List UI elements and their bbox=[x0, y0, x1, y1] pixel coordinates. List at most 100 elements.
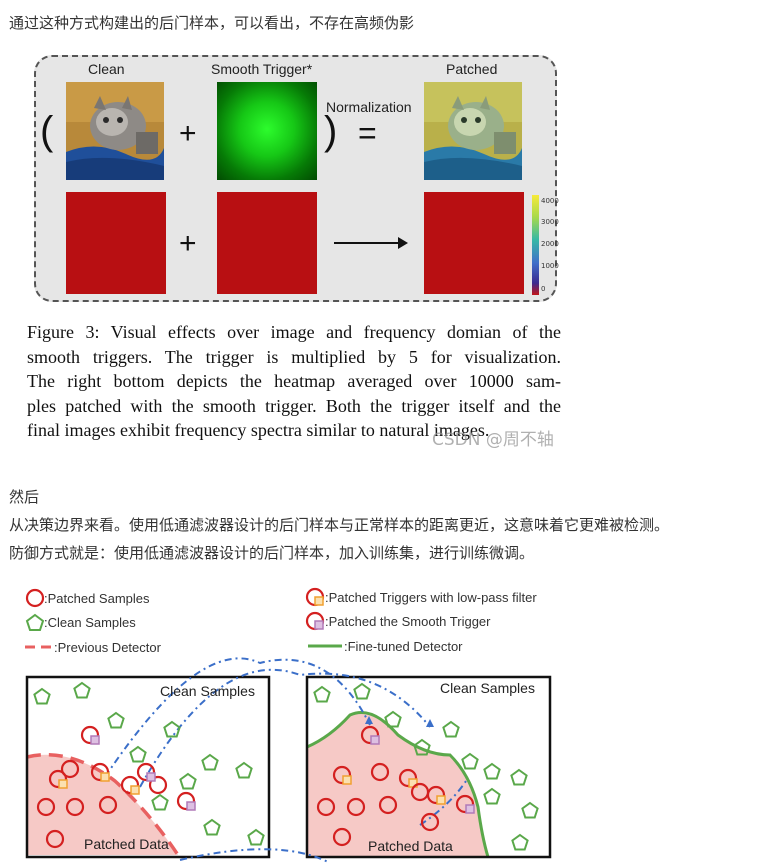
caption-line: smooth triggers. The trigger is multipli… bbox=[27, 346, 561, 367]
clean-sample-marker bbox=[235, 761, 253, 779]
defense-paragraph: 防御方式就是：使用低通滤波器设计的后门样本，加入训练集，进行训练微调。 bbox=[9, 544, 535, 562]
decision-panels bbox=[25, 657, 552, 863]
clean-cat-image bbox=[66, 82, 164, 180]
patched-sample-marker bbox=[370, 762, 390, 782]
patched-sample-marker bbox=[136, 762, 156, 782]
clean-sample-marker bbox=[413, 738, 431, 756]
low-pass-trigger-marker bbox=[436, 795, 446, 805]
patched-sample-marker bbox=[60, 759, 80, 779]
clean-sample-marker bbox=[511, 833, 529, 851]
patched-cat-image bbox=[424, 82, 522, 180]
patched-sample-marker bbox=[332, 827, 352, 847]
patched-sample-marker bbox=[346, 797, 366, 817]
patched-sample-marker bbox=[426, 785, 446, 805]
patched-sample-marker bbox=[455, 794, 475, 814]
caption-line: final images exhibit frequency spectra s… bbox=[27, 420, 490, 440]
left-clean-label: Clean Samples bbox=[160, 683, 255, 699]
patched-label: Patched bbox=[446, 61, 498, 77]
patched-sample-marker bbox=[98, 795, 118, 815]
low-pass-trigger-marker bbox=[130, 785, 140, 795]
figure3-caption: Figure 3: Visual effects over image and … bbox=[27, 320, 561, 443]
csdn-watermark: CSDN @周不轴 bbox=[432, 430, 554, 450]
arrow-icon bbox=[334, 237, 408, 249]
clean-sample-marker bbox=[163, 720, 181, 738]
caption-line: ples patched with the smooth trigger. Bo… bbox=[27, 395, 561, 416]
smooth-trigger-marker bbox=[370, 735, 380, 745]
clean-heatmap bbox=[66, 192, 166, 294]
clean-sample-marker bbox=[151, 793, 169, 811]
smooth-trigger-marker bbox=[465, 804, 475, 814]
patched-sample-marker bbox=[148, 775, 168, 795]
patched-sample-marker bbox=[332, 765, 352, 785]
patched-sample-marker bbox=[316, 797, 336, 817]
clean-sample-marker bbox=[483, 787, 501, 805]
clean-sample-marker bbox=[313, 685, 331, 703]
patched-sample-marker bbox=[36, 797, 56, 817]
clean-sample-marker bbox=[107, 711, 125, 729]
smooth-trigger-marker bbox=[186, 801, 196, 811]
caption-line: Figure 3: Visual effects over image and … bbox=[27, 322, 561, 342]
clean-sample-marker bbox=[521, 801, 539, 819]
then-paragraph: 然后 bbox=[9, 488, 40, 506]
patched-sample-marker bbox=[398, 768, 418, 788]
low-pass-trigger-marker bbox=[342, 775, 352, 785]
normalization-label: Normalization bbox=[326, 99, 412, 115]
right-panel bbox=[305, 675, 552, 859]
smooth-trigger-marker bbox=[90, 735, 100, 745]
clean-sample-marker bbox=[129, 745, 147, 763]
clean-sample-marker bbox=[247, 828, 265, 846]
patched-sample-marker bbox=[378, 795, 398, 815]
legend-clean-samples: :Clean Samples bbox=[44, 615, 136, 630]
colorbar-tick: 1000 bbox=[541, 262, 559, 270]
figure3-panel: Clean Smooth Trigger* Normalization Patc… bbox=[34, 55, 559, 302]
left-patched-label: Patched Data bbox=[84, 836, 169, 852]
low-pass-trigger-marker bbox=[100, 772, 110, 782]
heatmap-colorbar bbox=[532, 195, 539, 295]
patched-sample-marker bbox=[420, 812, 440, 832]
patched-sample-marker bbox=[120, 775, 140, 795]
patched-heatmap bbox=[424, 192, 524, 294]
clean-sample-marker bbox=[384, 710, 402, 728]
clean-sample-marker bbox=[179, 772, 197, 790]
clean-sample-marker bbox=[461, 752, 479, 770]
equals-sign: = bbox=[358, 115, 377, 151]
intro-paragraph: 通过这种方式构建出的后门样本，可以看出，不存在高频伪影 bbox=[9, 14, 415, 32]
colorbar-tick: 3000 bbox=[541, 218, 559, 226]
legend-smooth-trigger: :Patched the Smooth Trigger bbox=[325, 614, 491, 629]
clean-sample-marker bbox=[442, 720, 460, 738]
legend-symbols bbox=[25, 587, 342, 649]
legend-patched-samples: :Patched Samples bbox=[44, 591, 150, 606]
clean-sample-marker bbox=[483, 762, 501, 780]
colorbar-tick: 4000 bbox=[541, 197, 559, 205]
smooth-trigger-marker bbox=[146, 772, 156, 782]
decision-paragraph: 从决策边界来看。使用低通滤波器设计的后门样本与正常样本的距离更近，这意味着它更难… bbox=[9, 516, 670, 534]
colorbar-tick: 2000 bbox=[541, 240, 559, 248]
patched-sample-marker bbox=[48, 769, 68, 789]
caption-line: The right bottom depicts the heatmap ave… bbox=[27, 371, 561, 391]
plus-sign: + bbox=[179, 117, 197, 150]
patched-sample-marker bbox=[65, 797, 85, 817]
close-paren: ) bbox=[324, 109, 338, 153]
patched-sample-marker bbox=[80, 725, 100, 745]
patched-sample-marker bbox=[45, 829, 65, 849]
trigger-heatmap bbox=[217, 192, 317, 294]
clean-sample-marker bbox=[33, 687, 51, 705]
clean-sample-marker bbox=[353, 682, 371, 700]
open-paren: ( bbox=[40, 109, 54, 153]
right-patched-label: Patched Data bbox=[368, 838, 453, 854]
smooth-trigger-image bbox=[217, 82, 317, 180]
patched-sample-marker bbox=[176, 791, 196, 811]
legend-low-pass: :Patched Triggers with low-pass filter bbox=[325, 590, 537, 605]
legend-fine-tuned: :Fine-tuned Detector bbox=[344, 639, 463, 654]
clean-sample-marker bbox=[201, 753, 219, 771]
right-clean-label: Clean Samples bbox=[440, 680, 535, 696]
plus-sign-bottom: + bbox=[179, 227, 197, 260]
patched-sample-marker bbox=[360, 725, 380, 745]
colorbar-tick: 0 bbox=[541, 285, 546, 293]
clean-sample-marker bbox=[510, 768, 528, 786]
clean-label: Clean bbox=[88, 61, 125, 77]
patched-sample-marker bbox=[90, 762, 110, 782]
low-pass-trigger-marker bbox=[58, 779, 68, 789]
clean-sample-marker bbox=[203, 818, 221, 836]
legend-previous-detector: :Previous Detector bbox=[54, 640, 161, 655]
